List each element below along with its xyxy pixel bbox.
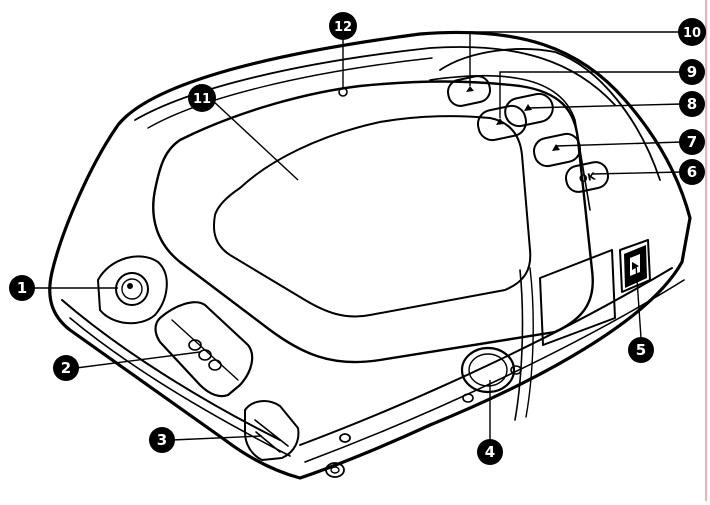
leader-8 <box>527 103 683 109</box>
compartment-cover <box>154 301 254 398</box>
button-left <box>477 104 527 142</box>
callout-3-label: 3 <box>157 431 167 449</box>
callout-9-label: 9 <box>687 63 697 81</box>
callout-3: 3 <box>149 427 175 453</box>
callout-11-label: 11 <box>193 92 211 107</box>
callout-2-label: 2 <box>61 359 71 377</box>
lcd-bezel <box>152 80 594 364</box>
callout-10: 10 <box>678 18 706 46</box>
button-ok: OK <box>564 161 610 193</box>
button-right <box>504 92 554 128</box>
callout-4: 4 <box>477 439 503 465</box>
tripod-socket <box>460 346 522 403</box>
callouts: 1 2 3 4 5 6 7 8 <box>9 12 706 465</box>
button-top <box>446 75 492 107</box>
callout-5-label: 5 <box>636 341 646 359</box>
control-panel: OK <box>429 48 661 211</box>
callout-6: 6 <box>679 159 705 185</box>
callout-12-label: 12 <box>334 20 352 35</box>
callout-2: 2 <box>53 355 79 381</box>
callout-11: 11 <box>188 84 216 112</box>
callout-8: 8 <box>679 91 705 117</box>
callout-7-label: 7 <box>687 133 697 151</box>
round-control <box>97 255 168 325</box>
ok-button-label: OK <box>578 171 597 185</box>
callout-5: 5 <box>628 337 654 363</box>
callout-4-label: 4 <box>485 443 495 461</box>
callout-12: 12 <box>329 12 357 40</box>
callout-1: 1 <box>9 275 35 301</box>
leader-7 <box>555 141 683 147</box>
leader-10 <box>469 31 682 86</box>
leader-11 <box>211 99 299 181</box>
side-door <box>539 239 651 346</box>
lcd-screen <box>212 115 532 318</box>
camera-body <box>48 30 692 480</box>
callout-1-label: 1 <box>17 279 27 297</box>
button-down <box>533 132 581 168</box>
callout-9: 9 <box>679 59 705 85</box>
callout-10-label: 10 <box>683 26 701 41</box>
leader-9 <box>499 71 682 118</box>
callout-7: 7 <box>679 129 705 155</box>
callout-6-label: 6 <box>687 163 697 181</box>
callout-8-label: 8 <box>687 95 697 113</box>
leader-2 <box>75 351 201 369</box>
leader-lines <box>32 31 683 441</box>
leader-5 <box>635 264 642 339</box>
leader-3 <box>171 435 263 441</box>
strap-eyelet <box>244 400 300 461</box>
leader-6 <box>591 171 683 175</box>
